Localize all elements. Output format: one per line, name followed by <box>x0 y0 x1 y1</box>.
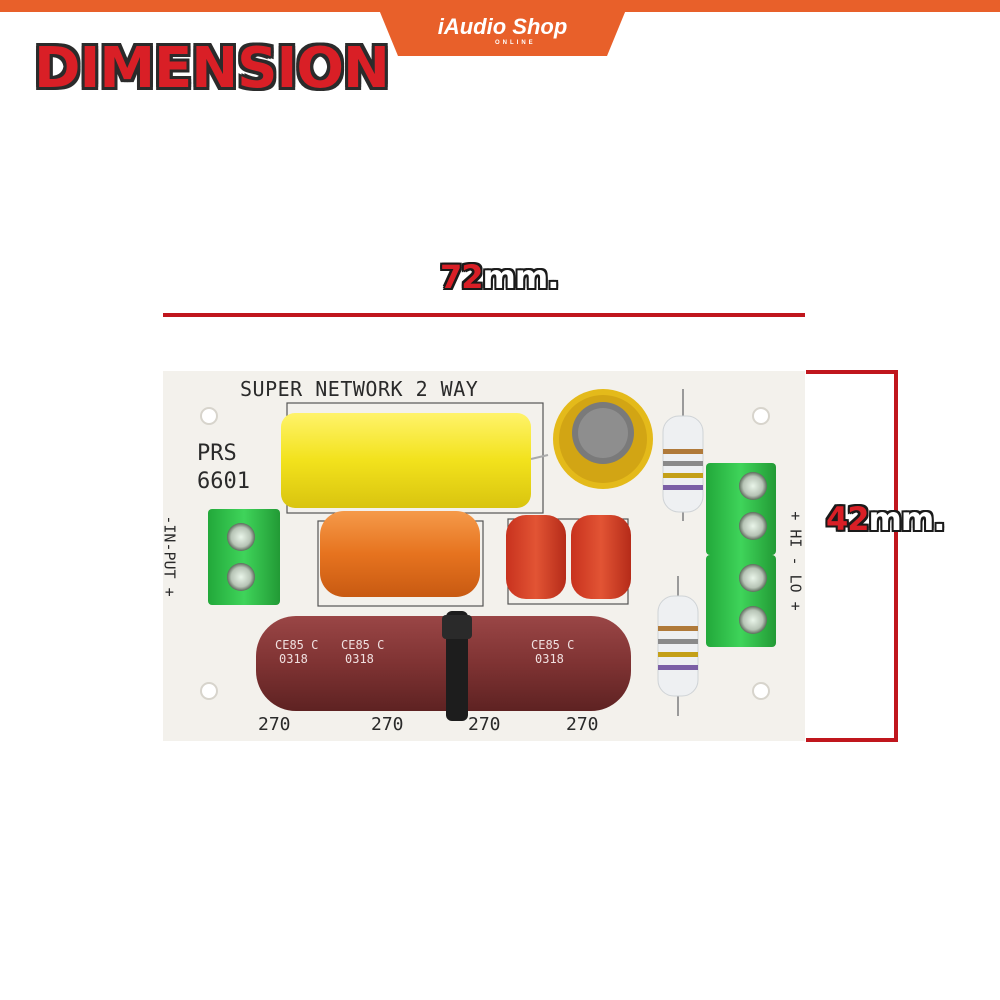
board-model-line1: PRS <box>197 441 237 466</box>
yellow-film-capacitor <box>281 413 531 508</box>
output-terminal-block <box>706 463 776 647</box>
pcb-illustration <box>163 371 805 741</box>
mounting-hole <box>752 407 770 425</box>
cap-value: 270 <box>371 714 404 735</box>
brand-tagline: ONLINE <box>495 40 536 46</box>
cap-code: 0318 <box>345 652 374 666</box>
height-number: 42 <box>826 500 870 538</box>
terminal-screw-icon <box>227 563 255 591</box>
resistor <box>662 389 704 521</box>
terminal-screw-icon <box>227 523 255 551</box>
height-dimension-label: 42mm. <box>826 500 946 538</box>
width-unit: mm. <box>482 258 560 296</box>
brand-logo-tab[interactable]: iAudio Shop ONLINE <box>375 0 630 56</box>
board-model-line2: 6601 <box>197 469 250 494</box>
cap-code: CE85 C <box>341 638 385 652</box>
height-dimension-bracket <box>806 370 898 742</box>
crossover-pcb-photo: SUPER NETWORK 2 WAY PRS 6601 -IN-PUT + +… <box>160 371 805 741</box>
cap-code: CE85 C <box>531 638 575 652</box>
resistor <box>657 576 699 716</box>
width-dimension-label: 72mm. <box>440 258 560 296</box>
orange-capacitor <box>320 511 480 597</box>
mounting-hole <box>200 682 218 700</box>
board-title: SUPER NETWORK 2 WAY <box>240 377 479 401</box>
brown-electrolytic-capacitor-bank <box>256 616 631 711</box>
brand-name: iAudio Shop <box>437 14 568 39</box>
input-label: -IN-PUT + <box>160 515 179 597</box>
input-terminal-block <box>208 509 280 605</box>
cap-value: 270 <box>566 714 599 735</box>
height-unit: mm. <box>868 500 946 538</box>
page-heading: DIMENSION <box>34 36 390 101</box>
cap-value: 270 <box>468 714 501 735</box>
cap-code: 0318 <box>535 652 564 666</box>
width-number: 72 <box>440 258 484 296</box>
cap-code: CE85 C <box>275 638 319 652</box>
red-capacitor <box>506 515 566 599</box>
mounting-hole <box>200 407 218 425</box>
width-dimension-line <box>163 313 805 317</box>
mounting-hole <box>752 682 770 700</box>
output-label: + HI - LO + <box>786 511 805 611</box>
cap-value: 270 <box>258 714 291 735</box>
red-capacitor <box>571 515 631 599</box>
cap-code: 0318 <box>279 652 308 666</box>
